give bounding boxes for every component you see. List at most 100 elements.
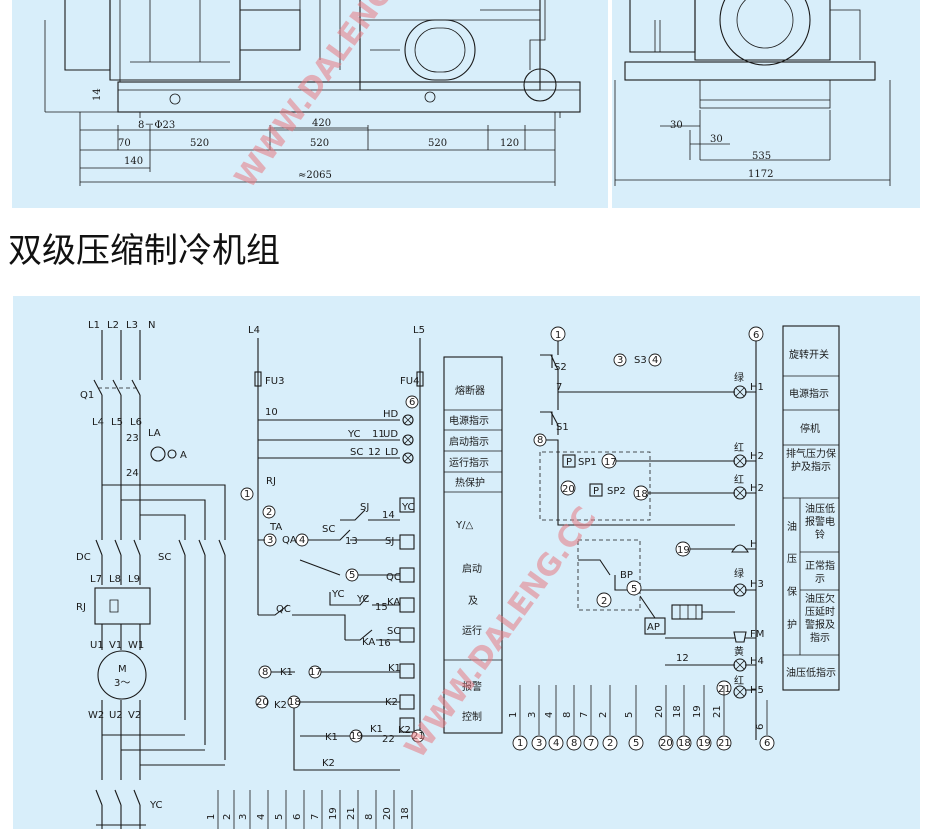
legend-oil-delay: 油压欠压延时警报及指示 [805, 594, 835, 644]
svg-text:1: 1 [517, 738, 523, 749]
sp2-symbol [589, 483, 603, 497]
sj-contact: SJ [360, 502, 369, 513]
h5-label: H5 [750, 685, 764, 696]
ld-label: LD [385, 447, 399, 458]
wire-24: 24 [126, 468, 139, 479]
legend-fuse: 熔断器 [455, 384, 485, 397]
svg-text:3: 3 [527, 712, 538, 718]
legend-normal-wrap: 正常指示 [805, 561, 835, 585]
k1-coil-label: K1 [388, 663, 401, 674]
sc-coil-label: SC [387, 626, 400, 637]
dim-1172: 1172 [748, 169, 773, 180]
node-3-label: 3 [267, 535, 273, 546]
phase-l3: L3 [126, 320, 138, 331]
lamp-red-3: 红 [734, 674, 744, 687]
ammeter-label: A [180, 450, 187, 461]
svg-text:8: 8 [537, 435, 543, 446]
svg-text:17: 17 [604, 457, 617, 468]
legend-oil-bell-wrap: 油压低报警电铃 [805, 504, 835, 541]
power-circuit: L1 L2 L3 N Q1 L4 L5 L6 23 LA A 24 DC SC … [76, 320, 226, 829]
lamp-red-2: 红 [734, 473, 744, 486]
sp2-label: SP2 [607, 486, 626, 497]
u1-label: U1 [90, 640, 104, 651]
qc-contact: QC [276, 604, 291, 615]
front-view: 14 8－Φ23 420 70 520 520 520 120 140 ≈206… [44, 0, 581, 186]
svg-text:8: 8 [364, 814, 375, 820]
thermal-relay [94, 587, 151, 625]
wire-16: 16 [378, 638, 391, 649]
bp-label: BP [620, 570, 633, 581]
k2-coil-label: K2 [385, 697, 398, 708]
a-wire-7: 7 [556, 382, 562, 393]
node-21-label: 21 [412, 731, 425, 742]
side-view-panel [612, 0, 920, 208]
svg-text:5: 5 [633, 738, 639, 749]
dim-520-b: 520 [310, 138, 329, 149]
a-wire-12: 12 [676, 653, 689, 664]
svg-text:4: 4 [652, 355, 658, 366]
oil-separator [523, 68, 557, 102]
oil-group-1: 油 [787, 520, 797, 533]
svg-text:2: 2 [222, 814, 233, 820]
oil-group-2: 压 [787, 553, 797, 565]
node-17-label: 17 [309, 667, 322, 678]
node-20 [255, 695, 269, 709]
svg-text:21: 21 [346, 807, 357, 820]
svg-text:6: 6 [764, 738, 770, 749]
node-6-label: 6 [409, 397, 415, 408]
legend-rotary-switch: 旋转开关 [789, 348, 829, 361]
alarm-terminals: 1 3 4 8 7 2 5 20 18 19 21 6 1 3 4 8 7 2 … [508, 685, 775, 751]
u2-label: U2 [109, 710, 123, 721]
svg-text:19: 19 [698, 738, 711, 749]
legend-star-delta: Y/△ [455, 520, 473, 531]
svg-text:8: 8 [571, 738, 577, 749]
node-19-label: 19 [350, 731, 363, 742]
svg-text:6: 6 [292, 814, 303, 820]
svg-text:18: 18 [635, 489, 648, 500]
s2-label: S2 [554, 362, 567, 373]
l9-label: L9 [128, 574, 140, 585]
svg-text:21: 21 [718, 738, 731, 749]
v1-label: V1 [109, 640, 122, 651]
sp1-label: SP1 [578, 457, 597, 468]
yc-contact-3: YC [331, 589, 345, 600]
lamp-green-2: 绿 [734, 567, 744, 580]
yc-contact-4: YC [356, 594, 370, 605]
legend-thermal: 热保护 [455, 476, 485, 489]
yc-coil-label: YC [401, 502, 415, 513]
s1-label: S1 [556, 422, 569, 433]
alarm-legend-box [782, 325, 840, 691]
motor-icon [97, 650, 147, 700]
svg-text:7: 7 [310, 814, 321, 820]
svg-text:19: 19 [677, 545, 690, 556]
svg-text:18: 18 [678, 738, 691, 749]
rail-l4: L4 [248, 325, 260, 336]
node-5-label: 5 [349, 570, 355, 581]
legend-run: 运行 [462, 624, 482, 637]
dc-label: DC [76, 552, 91, 563]
fuse-fu4 [416, 371, 424, 387]
yc-contact: YC [347, 429, 361, 440]
dim-2065: ≈2065 [298, 170, 332, 181]
wire-23: 23 [126, 433, 139, 444]
rj-label: RJ [76, 602, 86, 613]
qc-coil-label: QC [386, 572, 401, 583]
svg-text:20: 20 [660, 738, 673, 749]
wire-15: 15 [375, 602, 388, 613]
dim-535: 535 [752, 151, 771, 162]
legend-control: 控制 [462, 710, 482, 723]
fm-label: FM [750, 629, 764, 640]
svg-text:18: 18 [400, 807, 411, 820]
node-2-label: 2 [266, 507, 272, 518]
motor-3phase: 3～ [114, 678, 130, 689]
wire-13: 13 [345, 536, 358, 547]
side-base [624, 61, 876, 81]
legend-alarm: 报警 [462, 680, 482, 693]
wire-10: 10 [265, 407, 278, 418]
legend-stop: 停机 [800, 422, 820, 435]
svg-text:6: 6 [753, 330, 759, 341]
buzzer-icon [733, 631, 747, 643]
wire-11: 11 [372, 429, 385, 440]
svg-text:3: 3 [536, 738, 542, 749]
